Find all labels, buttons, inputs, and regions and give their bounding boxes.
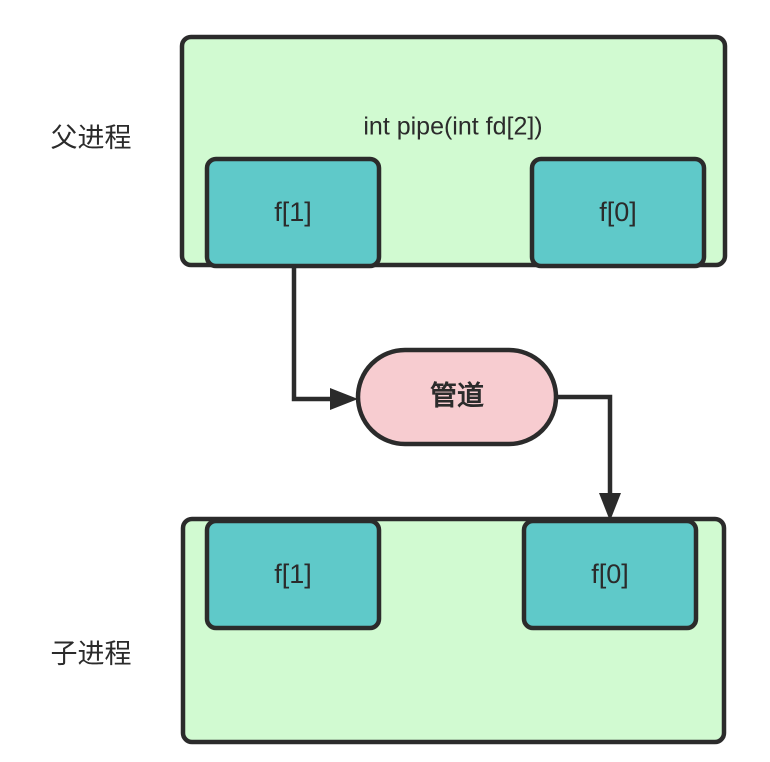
edge-parent-write-to-pipe-line — [291, 266, 335, 402]
edge-pipe-to-child-read — [556, 394, 621, 521]
edge-parent-write-to-pipe-arrowhead — [330, 388, 358, 410]
child-process-caption: 子进程 — [51, 639, 132, 669]
child-write-fd-box — [204, 518, 382, 631]
pipe-node-label: 管道 — [430, 380, 484, 411]
parent-write-fd-label: f[1] — [274, 197, 312, 227]
child-process-group: f[1] f[0] — [180, 516, 727, 745]
parent-process-caption: 父进程 — [51, 123, 132, 153]
parent-process-group: int pipe(int fd[2]) f[1] f[0] — [179, 34, 728, 269]
child-read-fd-box — [521, 518, 699, 631]
parent-read-fd-box — [529, 156, 707, 269]
pipe-signature-title: int pipe(int fd[2]) — [363, 113, 542, 141]
parent-read-fd-label: f[0] — [599, 197, 637, 227]
edge-parent-write-to-pipe — [291, 266, 358, 410]
pipe-node-group: 管道 — [355, 347, 559, 447]
edge-pipe-to-child-read-line — [556, 394, 613, 497]
child-write-fd-label: f[1] — [274, 559, 312, 589]
edge-pipe-to-child-read-arrowhead — [599, 493, 621, 521]
child-read-fd-label: f[0] — [591, 559, 629, 589]
